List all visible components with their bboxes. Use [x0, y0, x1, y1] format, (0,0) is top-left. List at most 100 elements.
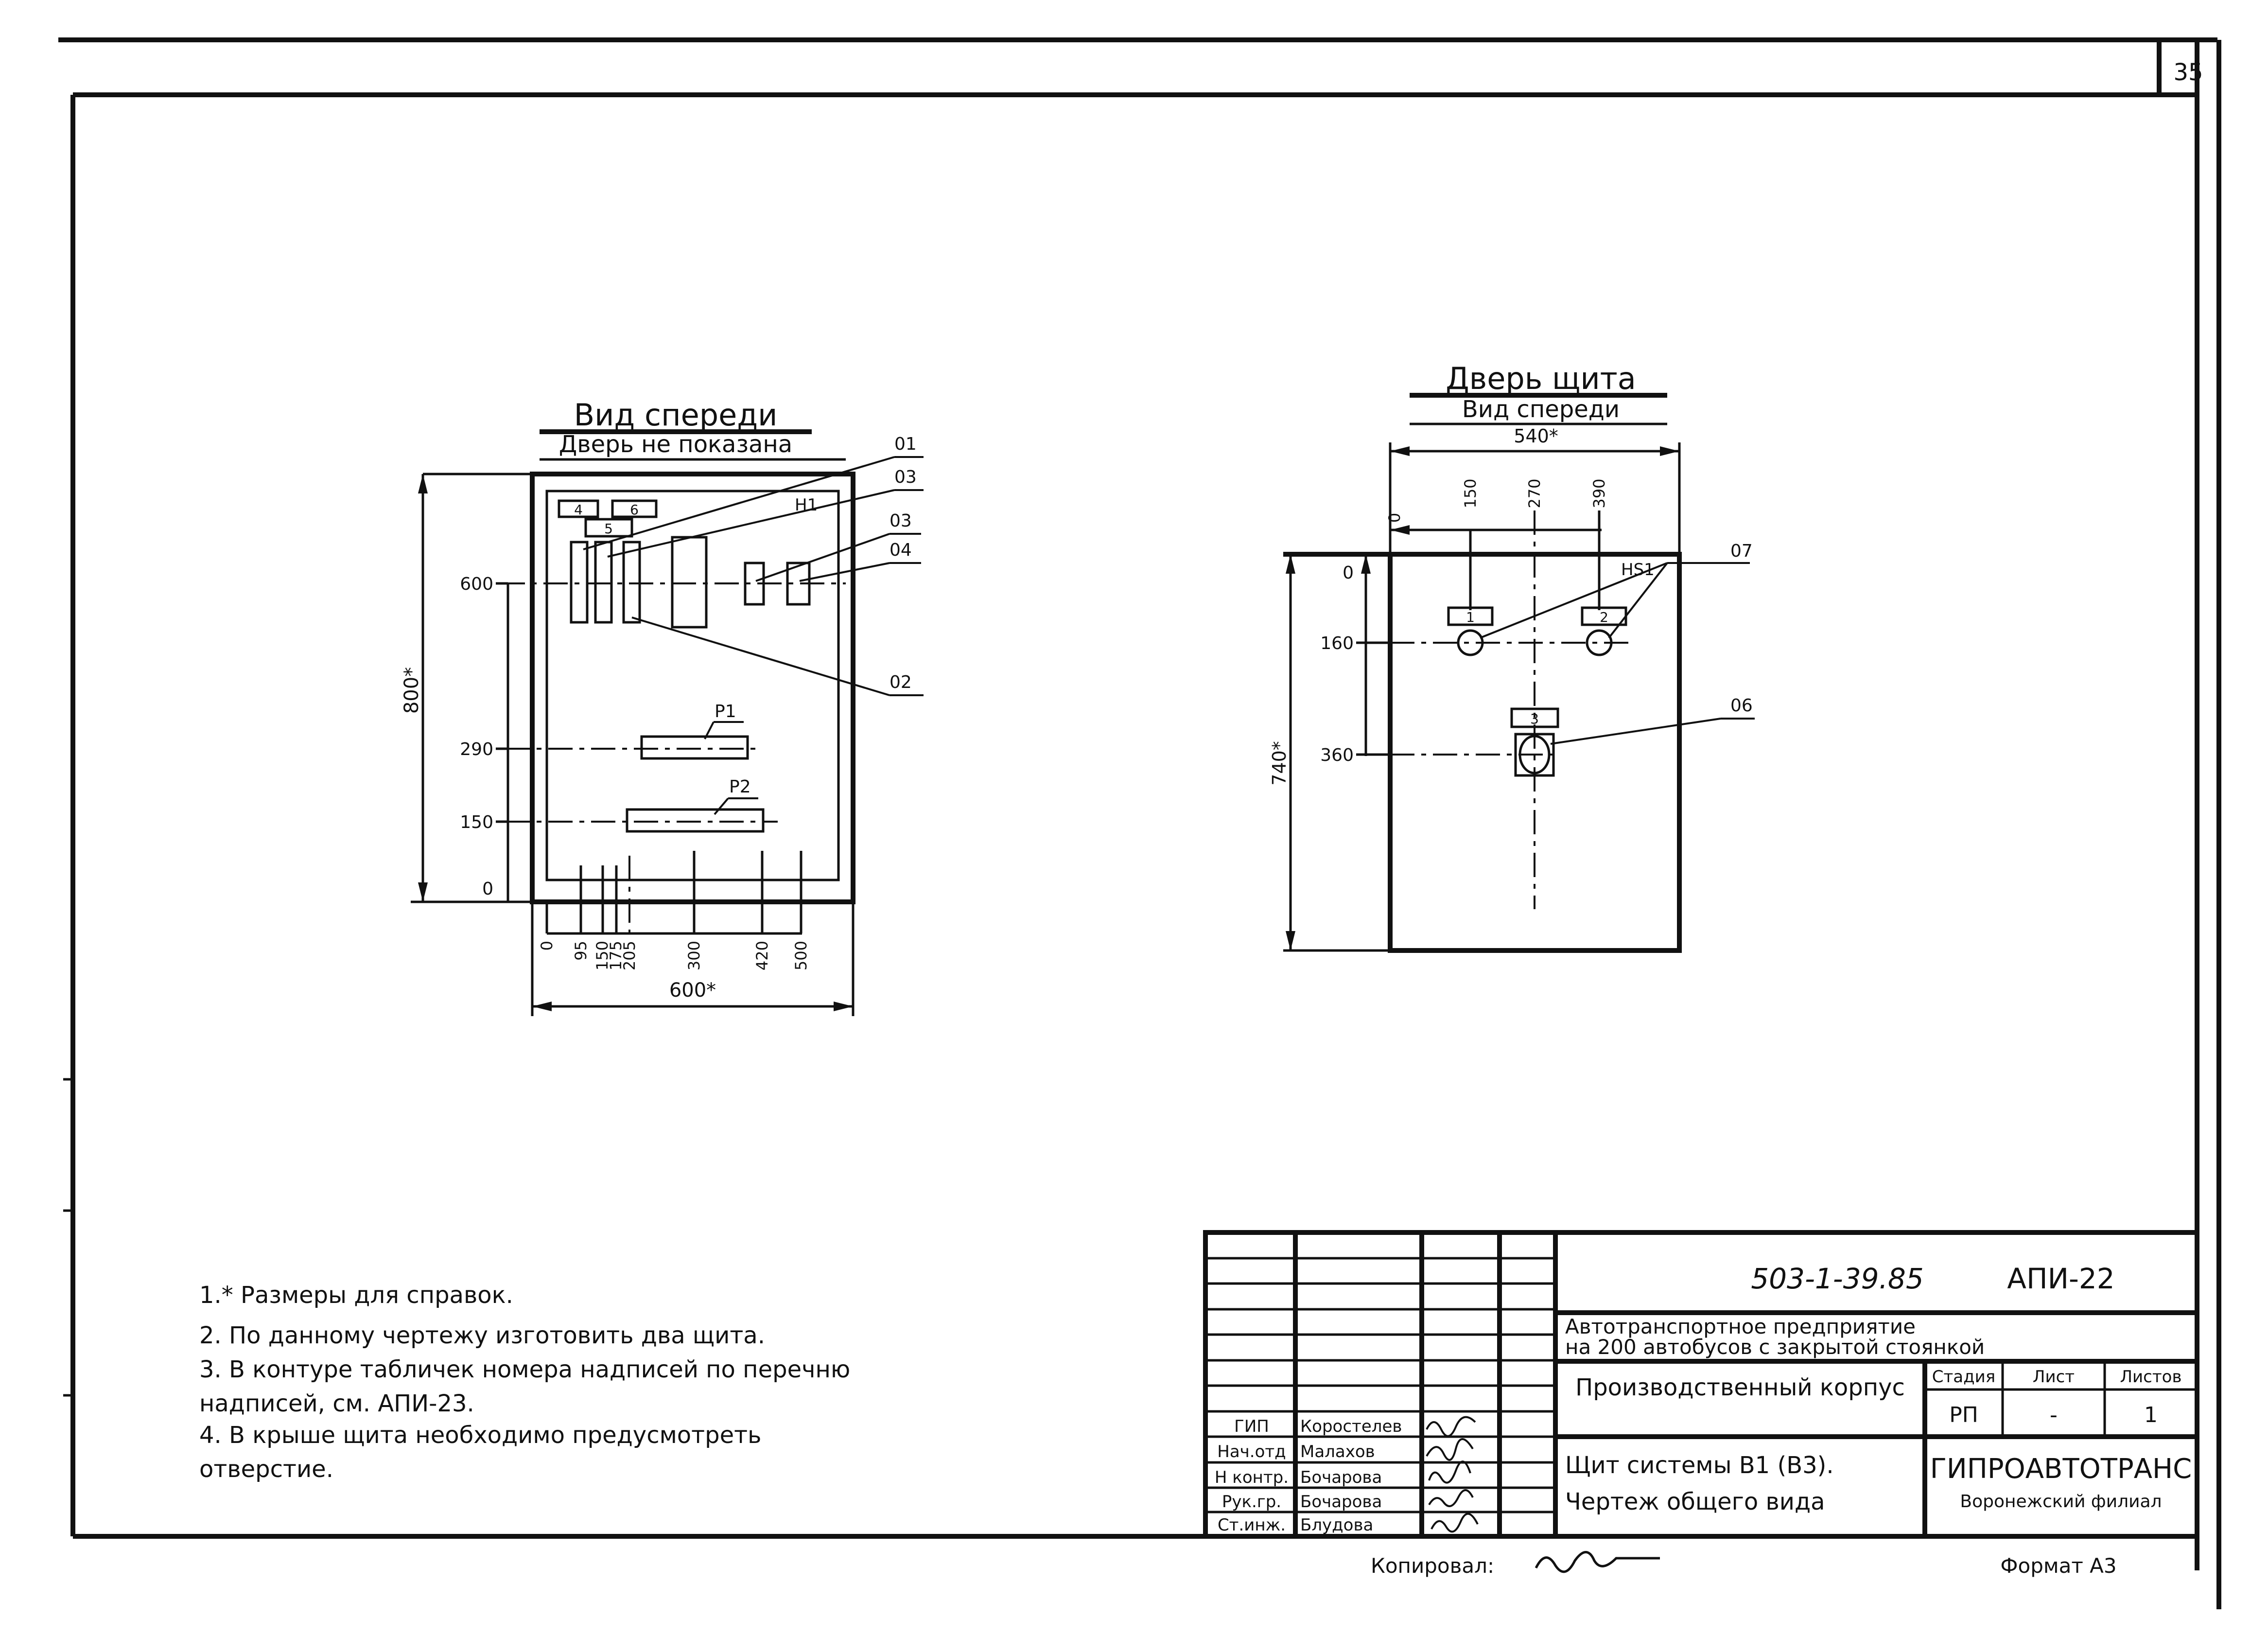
door-view-subtitle: Вид спереди — [1462, 396, 1620, 423]
notes: 1.* Размеры для справок. 2. По данному ч… — [199, 1282, 850, 1483]
signature-1 — [1426, 1416, 1476, 1437]
signature-5 — [1431, 1513, 1479, 1533]
tb-name-1: Коростелев — [1300, 1417, 1402, 1436]
note-1: 1.* Размеры для справок. — [199, 1282, 513, 1309]
tb-sheet: - — [2050, 1403, 2058, 1427]
callout-03b: 03 — [890, 511, 912, 531]
door-ttick-150: 150 — [1461, 478, 1480, 508]
note-3: 3. В контуре табличек номера надписей по… — [199, 1356, 850, 1383]
door-ttick-390: 390 — [1590, 478, 1608, 508]
door-vtick-360: 360 — [1320, 745, 1354, 765]
door-view: Дверь щита Вид спереди 540* НS1 0 150 27… — [1269, 361, 1755, 953]
door-plate-1-label: 1 — [1466, 609, 1475, 625]
module-03 — [622, 541, 641, 624]
front-vtick-600: 600 — [460, 574, 493, 594]
tb-drawing-line2: Чертеж общего вида — [1565, 1488, 1825, 1515]
plate-4-label: 4 — [574, 502, 583, 518]
module-04 — [671, 536, 708, 629]
tb-building: Производственный корпус — [1575, 1374, 1905, 1401]
tb-sheets-header: Листов — [2120, 1367, 2181, 1387]
module-01 — [570, 541, 589, 624]
door-plate-2-label: 2 — [1600, 609, 1608, 625]
page-number: 35 — [2173, 59, 2203, 86]
module-02 — [594, 541, 613, 624]
tb-project-line1: Автотранспортное предприятие — [1565, 1315, 1916, 1338]
door-ttick-270: 270 — [1525, 478, 1544, 508]
note-2: 2. По данному чертежу изготовить два щит… — [199, 1322, 765, 1349]
front-htick-205: 205 — [620, 941, 639, 970]
tb-name-3: Бочарова — [1300, 1468, 1382, 1487]
tb-org-branch: Воронежский филиал — [1960, 1492, 2162, 1512]
copier-signature — [1535, 1551, 1660, 1573]
front-height-dim: 800* — [401, 667, 423, 714]
tb-doc-code: 503-1-39.85 — [1751, 1262, 1924, 1295]
front-htick-300: 300 — [685, 941, 703, 970]
front-vtick-150: 150 — [460, 812, 493, 832]
resistor-p2-label: Р2 — [729, 777, 751, 797]
note-3-cont: надписей, см. АПИ-23. — [199, 1390, 474, 1417]
plate-5 — [584, 518, 633, 538]
door-callout-07: 07 — [1730, 541, 1753, 561]
front-htick-0: 0 — [538, 941, 556, 950]
callout-04: 04 — [890, 540, 912, 560]
tb-role-3: Н контр. — [1215, 1468, 1289, 1487]
signature-2 — [1426, 1438, 1474, 1461]
door-view-title: Дверь щита — [1446, 361, 1636, 396]
cabinet-outline — [530, 472, 855, 904]
tb-role-5: Ст.инж. — [1218, 1515, 1286, 1535]
front-htick-95: 95 — [572, 941, 590, 961]
door-ttick-0: 0 — [1385, 513, 1404, 523]
plate-6-label: 6 — [630, 502, 639, 518]
tb-sheets: 1 — [2144, 1403, 2158, 1427]
front-vtick-290: 290 — [460, 739, 493, 759]
front-view: Вид спереди Дверь не показана 4 6 5 Н1 Р… — [401, 397, 924, 1016]
title-block: 503-1-39.85 АПИ-22 Автотранспортное пред… — [1203, 1230, 2199, 1539]
door-plate-3 — [1510, 707, 1559, 728]
front-htick-175: 175 — [607, 941, 625, 970]
door-width-dim: 540* — [1514, 425, 1558, 447]
tb-doc-mark: АПИ-22 — [2007, 1262, 2114, 1295]
door-callout-06: 06 — [1730, 696, 1753, 716]
resistor-p1-label: Р1 — [715, 702, 736, 721]
door-vtick-0: 0 — [1343, 563, 1354, 583]
copied-label: Копировал: — [1371, 1554, 1494, 1578]
plate-4 — [558, 499, 599, 518]
front-htick-150: 150 — [593, 941, 611, 970]
cabinet-inner-panel — [545, 490, 840, 881]
tb-stage-header: Стадия — [1932, 1367, 1995, 1387]
callout-03a: 03 — [894, 467, 917, 487]
plate-6 — [611, 499, 658, 518]
door-plate-3-label: 3 — [1530, 711, 1539, 727]
sheet-frame — [58, 37, 2221, 1609]
tb-name-5: Блудова — [1300, 1515, 1373, 1535]
callout-01: 01 — [894, 434, 917, 454]
tb-drawing-line1: Щит системы В1 (В3). — [1565, 1452, 1834, 1479]
tb-project-line2: на 200 автобусов с закрытой стоянкой — [1565, 1335, 1985, 1359]
resistor-p1 — [640, 735, 749, 760]
tb-org-name: ГИПРОАВТОТРАНС — [1930, 1453, 2192, 1485]
tb-role-1: ГИП — [1234, 1417, 1269, 1436]
front-view-subtitle: Дверь не показана — [559, 431, 792, 458]
front-width-dim: 600* — [669, 979, 716, 1002]
front-htick-500: 500 — [792, 941, 810, 970]
resistor-p2 — [626, 808, 765, 833]
door-plate-1 — [1447, 606, 1494, 626]
tb-sheet-header: Лист — [2033, 1367, 2075, 1387]
door-vtick-160: 160 — [1320, 633, 1354, 653]
tb-name-4: Бочарова — [1300, 1492, 1382, 1512]
front-view-title: Вид спереди — [574, 397, 778, 433]
signature-3 — [1428, 1460, 1471, 1484]
tb-stage: РП — [1949, 1403, 1978, 1427]
front-vtick-0: 0 — [482, 879, 493, 899]
door-height-dim: 740* — [1269, 741, 1290, 786]
tb-role-4: Рук.гр. — [1222, 1492, 1281, 1512]
note-4: 4. В крыше щита необходимо предусмотреть — [199, 1422, 761, 1449]
callout-02: 02 — [890, 672, 912, 692]
tb-role-2: Нач.отд — [1217, 1442, 1286, 1461]
note-4-cont: отверстие. — [199, 1456, 333, 1483]
indicator-lamp-2 — [1586, 629, 1613, 656]
front-htick-420: 420 — [753, 941, 771, 970]
indicator-lamp-1 — [1457, 629, 1484, 656]
signature-4 — [1428, 1489, 1474, 1507]
